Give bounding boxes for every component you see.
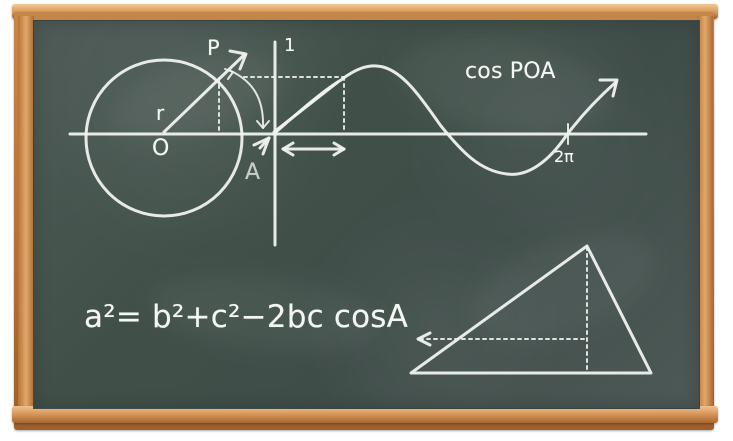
angle-arc-arrow-top (224, 68, 234, 80)
y-axis-one-label: 1 (284, 35, 296, 56)
phase-arrow-right-head (332, 141, 346, 157)
radius-arrow-head (228, 49, 248, 71)
point-label: P (207, 36, 220, 60)
angle-arc-arrow-bottom (256, 120, 270, 129)
triangle-arrow-head (416, 331, 432, 347)
angle-arc (230, 70, 265, 129)
cosine-arrow-head (598, 78, 619, 98)
chalkboard-bottom-rail (12, 406, 718, 423)
angle-point-label: A (245, 160, 261, 185)
cosine-expression: cos POA (465, 59, 556, 84)
left-arrow-shaft (258, 136, 271, 150)
cosine-wave (274, 64, 618, 176)
chalkboard-right-rail (697, 16, 713, 411)
radius-label: r (156, 101, 165, 125)
unit-circle (84, 58, 244, 218)
radius-line (162, 53, 246, 134)
law-of-cosines-formula: a²= b²+c²−2bc cosA (84, 299, 409, 335)
phase-arrow-left-head (281, 141, 295, 157)
chalkboard-left-rail (18, 16, 34, 411)
origin-label: O (152, 136, 170, 161)
period-label: 2π (554, 147, 574, 166)
triangle (409, 244, 653, 375)
